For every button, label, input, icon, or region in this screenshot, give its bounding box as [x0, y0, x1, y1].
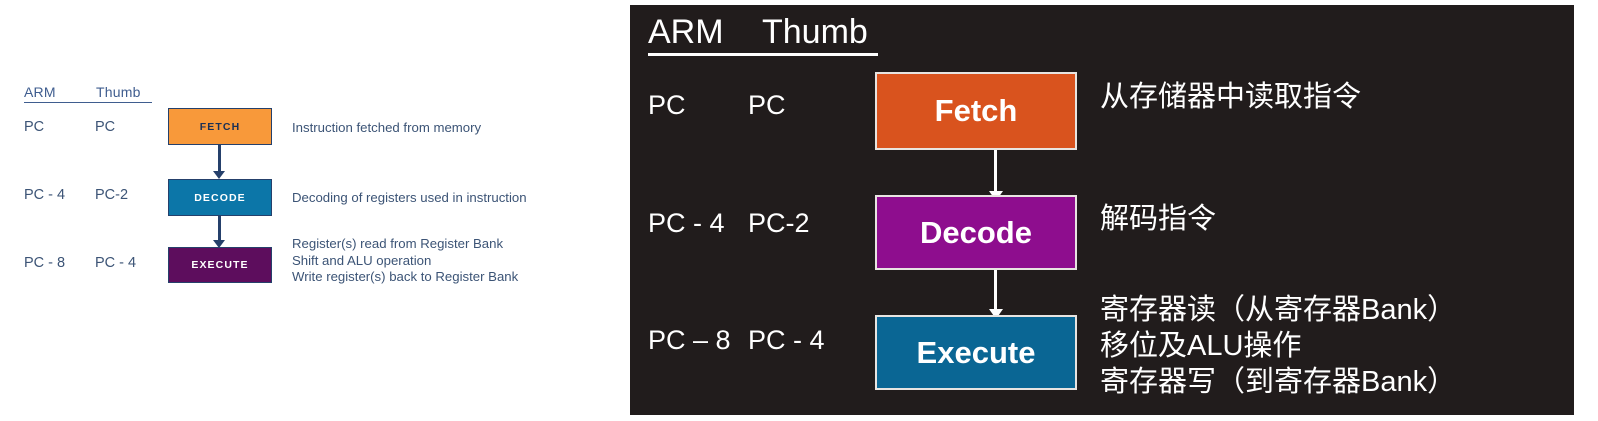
right-desc-fetch: 从存储器中读取指令	[1100, 81, 1362, 113]
left-arm-pc-fetch: PC	[24, 119, 45, 135]
left-header-arm: ARM	[24, 84, 56, 100]
right-stage-box-fetch[interactable]: Fetch	[875, 72, 1077, 150]
left-desc-decode: Decoding of registers used in instructio…	[292, 190, 527, 205]
left-column-header: ARM Thumb	[24, 84, 152, 103]
arm-pipeline-diagram-dark: ARM Thumb PC PC Fetch 从存储器中读取指令 PC - 4 P…	[630, 5, 1574, 415]
left-thumb-pc-decode: PC-2	[95, 187, 129, 203]
right-stage-box-decode[interactable]: Decode	[875, 195, 1077, 270]
left-desc-execute-line-2: Shift and ALU operation	[292, 252, 432, 268]
right-arm-pc-decode: PC - 4	[648, 208, 725, 238]
left-arm-pc-decode: PC - 4	[24, 187, 66, 203]
right-header-thumb: Thumb	[762, 13, 868, 51]
left-arrowhead-decode-to-execute	[212, 240, 225, 248]
left-arm-pc-execute: PC - 8	[24, 255, 66, 271]
left-stage-box-fetch[interactable]: FETCH	[168, 108, 272, 145]
arm-pipeline-diagram-light: ARM Thumb PC PC FETCH Instruction fetche…	[0, 0, 620, 421]
left-thumb-pc-fetch: PC	[95, 119, 116, 135]
right-desc-execute-line-1: 寄存器读（从寄存器Bank）	[1100, 294, 1457, 326]
right-column-header: ARM Thumb	[648, 13, 878, 56]
right-stage-box-execute[interactable]: Execute	[875, 315, 1077, 390]
right-arrow-decode-to-execute	[994, 270, 997, 312]
left-stage-box-execute[interactable]: EXECUTE	[168, 247, 272, 283]
right-thumb-pc-fetch: PC	[748, 90, 786, 120]
right-thumb-pc-execute: PC - 4	[748, 325, 825, 355]
right-desc-execute-line-3: 寄存器写（到寄存器Bank）	[1100, 366, 1457, 398]
left-desc-fetch: Instruction fetched from memory	[292, 120, 482, 135]
right-arrow-fetch-to-decode	[994, 150, 997, 194]
left-arrowhead-fetch-to-decode	[212, 171, 225, 179]
right-arm-pc-fetch: PC	[648, 90, 686, 120]
right-desc-decode: 解码指令	[1100, 203, 1217, 235]
left-desc-execute-line-3: Write register(s) back to Register Bank	[292, 269, 519, 284]
left-thumb-pc-execute: PC - 4	[95, 255, 137, 271]
right-header-arm: ARM	[648, 13, 724, 51]
left-header-thumb: Thumb	[96, 84, 141, 100]
right-arrowhead-decode-to-execute	[988, 309, 1003, 319]
left-stage-box-decode[interactable]: DECODE	[168, 179, 272, 216]
left-arrow-fetch-to-decode	[218, 145, 221, 173]
right-desc-execute-line-2: 移位及ALU操作	[1100, 330, 1302, 362]
right-thumb-pc-decode: PC-2	[748, 208, 810, 238]
right-arm-pc-execute: PC – 8	[648, 325, 731, 355]
right-desc-execute: 寄存器读（从寄存器Bank） 移位及ALU操作 寄存器写（到寄存器Bank）	[1100, 292, 1456, 400]
left-desc-execute: Register(s) read from Register Bank Shif…	[292, 236, 518, 286]
left-arrow-decode-to-execute	[218, 216, 221, 242]
left-desc-execute-line-1: Register(s) read from Register Bank	[292, 236, 504, 251]
